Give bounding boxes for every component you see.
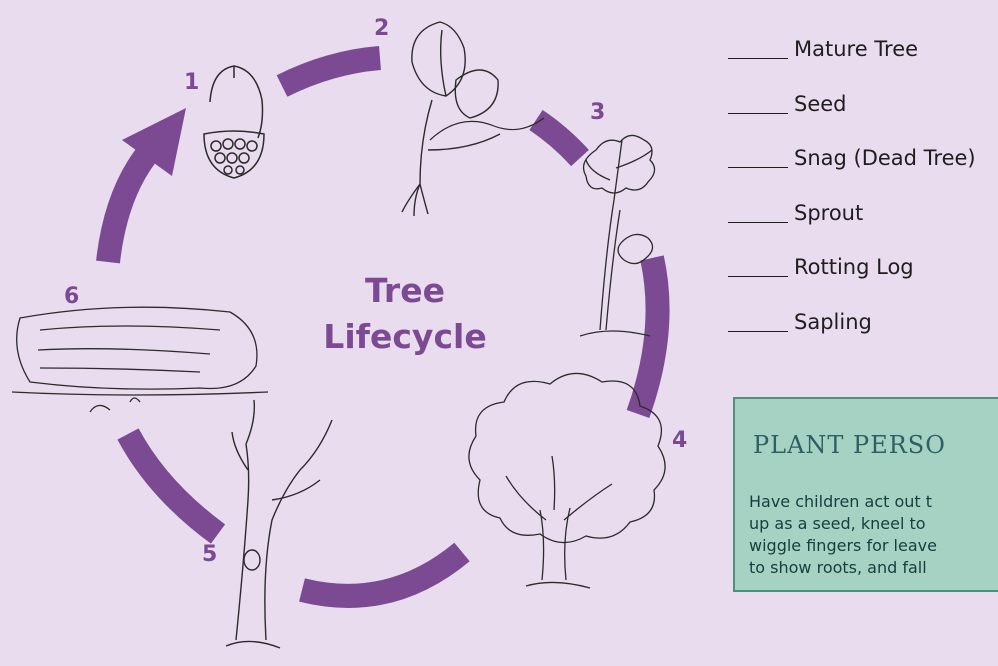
stage-number-6: 6 xyxy=(64,284,80,309)
stage-number-2: 2 xyxy=(374,16,390,41)
answer-label: Snag (Dead Tree) xyxy=(794,146,976,171)
activity-callout-box: PLANT PERSO Have children act out t up a… xyxy=(733,397,998,592)
cycle-arc-2-3 xyxy=(529,110,589,167)
diagram-title: Tree Lifecycle xyxy=(300,268,510,360)
stage-number-1: 1 xyxy=(184,70,200,95)
answer-blank[interactable] xyxy=(728,312,788,332)
answer-label: Rotting Log xyxy=(794,255,914,280)
snag-icon xyxy=(225,399,333,649)
answer-label: Sprout xyxy=(794,200,864,225)
cycle-arc-1-2 xyxy=(276,46,382,97)
answer-item[interactable]: Seed xyxy=(728,77,998,132)
answer-label: Mature Tree xyxy=(794,37,919,62)
mature-tree-icon xyxy=(468,372,666,589)
callout-title: PLANT PERSO xyxy=(753,431,946,459)
answer-blank[interactable] xyxy=(728,203,788,223)
answer-item[interactable]: Snag (Dead Tree) xyxy=(728,131,998,186)
answer-list: Mature Tree Seed Snag (Dead Tree) Sprout… xyxy=(728,22,998,349)
stage-number-3: 3 xyxy=(590,100,606,125)
stage-number-4: 4 xyxy=(672,428,688,453)
cycle-arc-4-5 xyxy=(299,542,470,608)
answer-blank[interactable] xyxy=(728,94,788,114)
cycle-arc-5-6 xyxy=(117,428,226,544)
answer-blank[interactable] xyxy=(728,39,788,60)
answer-item[interactable]: Mature Tree xyxy=(728,22,998,77)
stage-number-5: 5 xyxy=(202,542,218,567)
cycle-arc-3-4 xyxy=(626,255,670,419)
rotting-log-icon xyxy=(11,306,269,413)
callout-body: Have children act out t up as a seed, kn… xyxy=(749,492,937,577)
answer-item[interactable]: Sapling xyxy=(728,295,998,350)
answer-label: Seed xyxy=(794,91,847,116)
answer-blank[interactable] xyxy=(728,257,788,278)
diagram-title-line-1: Tree xyxy=(365,271,445,310)
answer-label: Sapling xyxy=(794,309,872,334)
answer-item[interactable]: Sprout xyxy=(728,186,998,241)
sprout-icon xyxy=(401,21,545,217)
acorn-icon xyxy=(203,65,265,179)
cycle-arrowhead xyxy=(122,108,186,176)
diagram-title-line-2: Lifecycle xyxy=(323,317,487,356)
cycle-arc-6-1 xyxy=(96,140,162,264)
answer-blank[interactable] xyxy=(728,148,788,169)
answer-item[interactable]: Rotting Log xyxy=(728,240,998,295)
sapling-icon xyxy=(579,134,656,337)
